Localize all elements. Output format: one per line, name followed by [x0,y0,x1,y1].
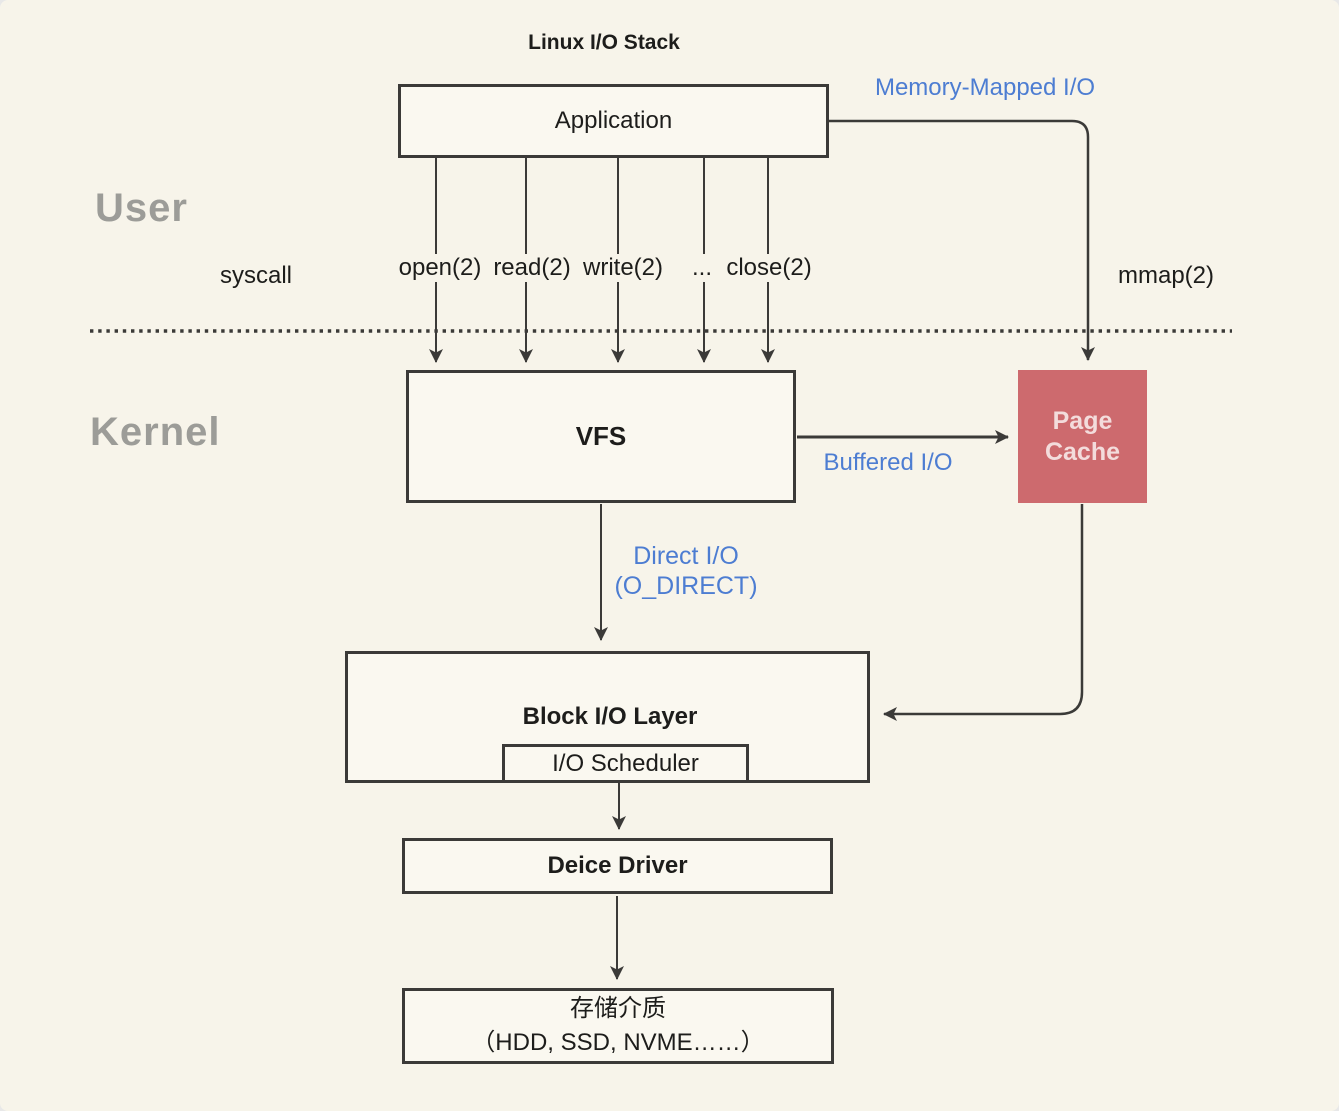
arrow-pagecache-to-block [883,504,1084,721]
zone-label-user: User [95,186,188,230]
syscall-ellipsis-label: ... [689,254,715,282]
syscall-read-label: read(2) [491,254,573,282]
syscall-close-label: close(2) [724,254,814,282]
device-driver-label: Deice Driver [547,852,688,879]
syscall-open-label: open(2) [396,254,484,282]
page-cache-box: Page Cache [1018,370,1147,503]
io-scheduler-box: I/O Scheduler [502,744,749,783]
diagram-title: Linux I/O Stack [528,31,680,54]
arrow-mmap-path [829,119,1095,361]
io-scheduler-label: I/O Scheduler [552,749,699,777]
storage-medium-label-line1: 存储介质 [570,995,666,1022]
storage-medium-label-line2: （HDD, SSD, NVME……） [471,1029,765,1056]
block-io-layer-label: Block I/O Layer [522,703,698,730]
vfs-box: VFS [406,370,796,503]
storage-medium-box: 存储介质 （HDD, SSD, NVME……） [402,988,834,1064]
application-box-label: Application [554,107,673,134]
page-cache-label-line2: Cache [1044,437,1121,466]
zone-label-kernel: Kernel [90,410,221,454]
direct-io-label-line2: (O_DIRECT) [614,572,758,600]
device-driver-box: Deice Driver [402,838,833,894]
syscall-write-label: write(2) [580,254,666,282]
mmap-label: mmap(2) [1117,262,1215,289]
block-io-layer-box: Block I/O Layer I/O Scheduler [345,651,870,783]
syscall-label: syscall [220,262,293,289]
page-cache-label-line1: Page [1052,406,1113,435]
direct-io-label-line1: Direct I/O [633,542,739,570]
buffered-io-label: Buffered I/O [823,449,953,476]
memory-mapped-io-label: Memory-Mapped I/O [874,74,1096,101]
vfs-box-label: VFS [575,421,627,451]
application-box: Application [398,84,829,158]
